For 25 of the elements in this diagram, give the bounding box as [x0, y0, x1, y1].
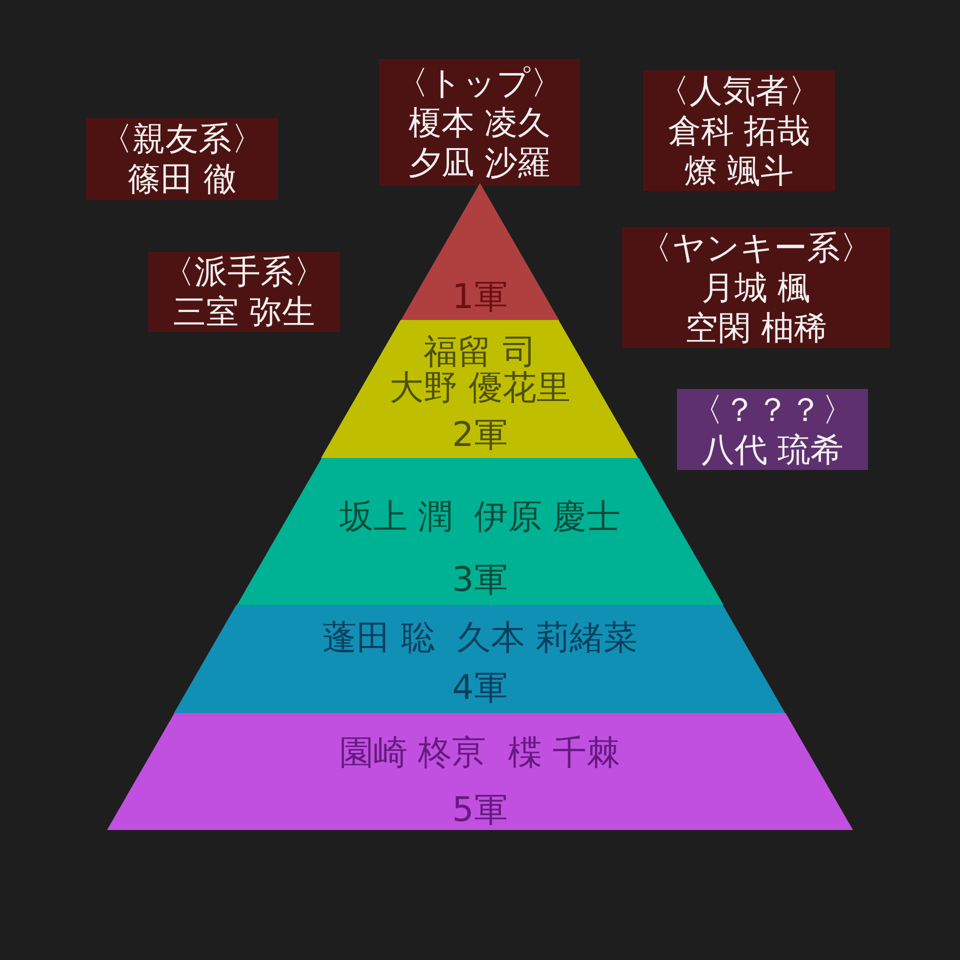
tier-label: 4軍 [452, 669, 508, 707]
name-text: 夕凪 沙羅 [408, 142, 551, 182]
tier-label: 5軍 [452, 791, 508, 829]
name-text: 篠田 徹 [127, 159, 237, 199]
tier-label: 1軍 [452, 278, 508, 316]
name-text: 園崎 柊亰 楪 千棘 [339, 734, 621, 772]
tier-label: 3軍 [452, 561, 508, 599]
name-text: 倉科 拓哉 [668, 110, 810, 150]
name-text: 八代 琉希 [701, 430, 844, 470]
name-text: 月城 楓 [701, 268, 811, 308]
group-heading: 〈トップ〉 [396, 62, 564, 102]
group-heading: 〈親友系〉 [100, 119, 264, 159]
tier-label: 2軍 [452, 416, 508, 454]
name-text: 大野 優花里 [390, 369, 570, 407]
group-heading: 〈？？？〉 [690, 390, 855, 430]
name-text: 三室 弥生 [172, 292, 316, 332]
name-text: 燎 颯斗 [684, 150, 794, 190]
group-heading: 〈人気者〉 [656, 70, 822, 110]
name-text: 坂上 潤 伊原 慶士 [339, 498, 621, 536]
name-text: 榎本 凌久 [408, 102, 551, 142]
name-text: 蓬田 聡 久本 莉緒菜 [322, 619, 638, 657]
group-heading: 〈派手系〉 [162, 252, 326, 292]
group-heading: 〈ヤンキー系〉 [639, 228, 873, 268]
name-text: 福留 司 [424, 333, 536, 371]
name-text: 空閑 柚稀 [684, 308, 828, 348]
